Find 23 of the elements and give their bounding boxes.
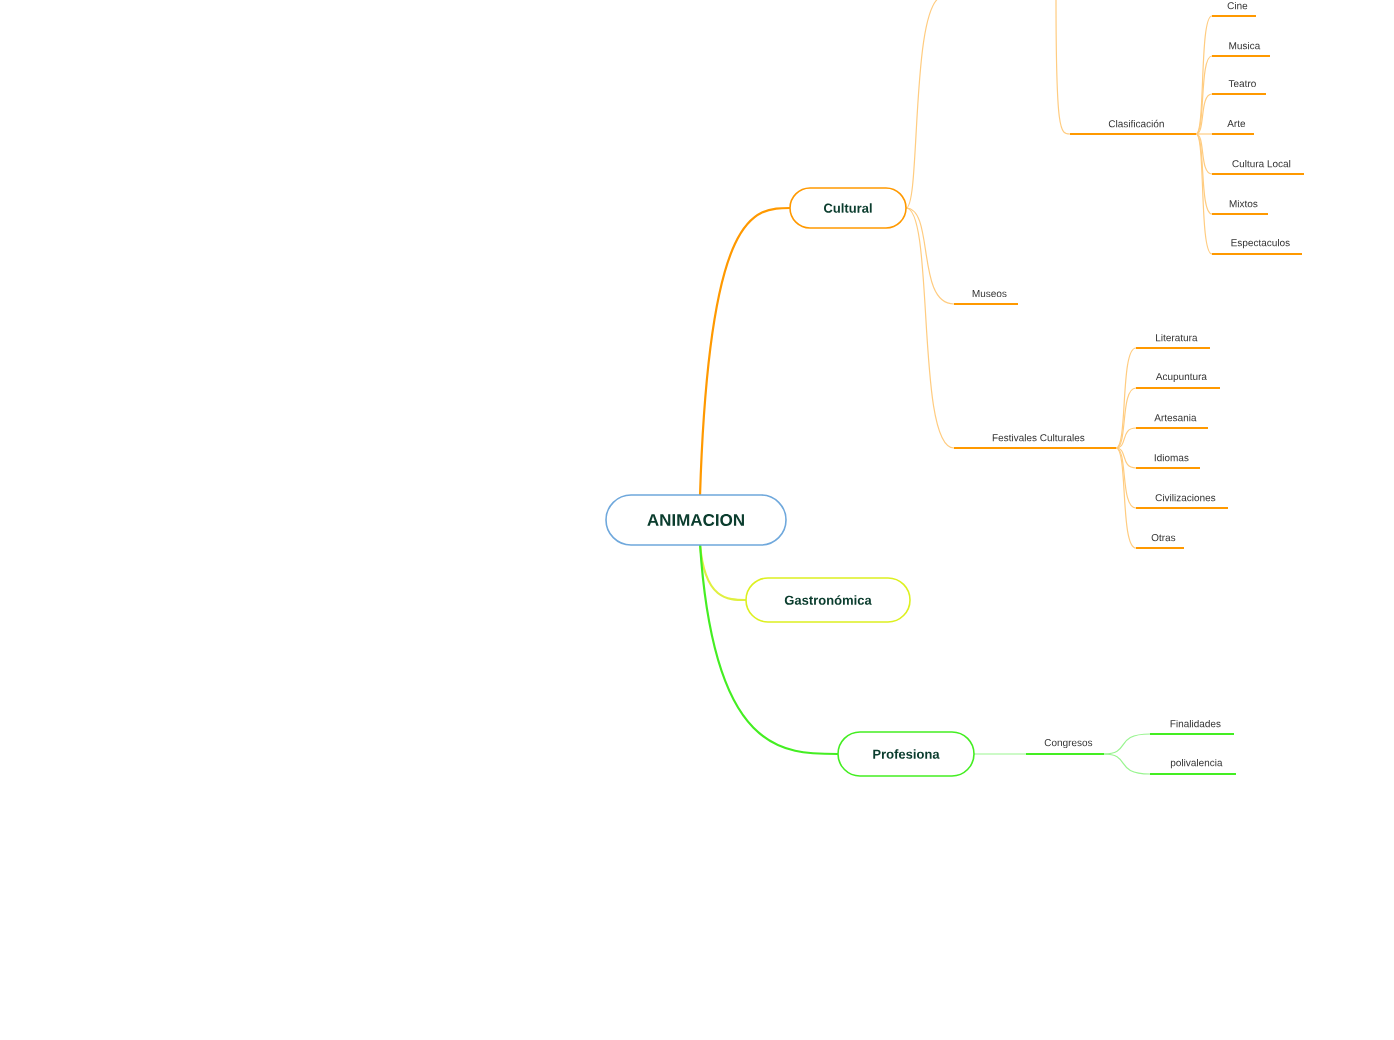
connector: [1195, 133, 1213, 215]
connector: [1195, 93, 1213, 135]
connector: [1195, 55, 1213, 135]
connector: [905, 207, 955, 305]
connector: [1115, 447, 1137, 469]
connector: [698, 206, 791, 497]
connector: [1115, 427, 1137, 449]
connector: [1115, 447, 1137, 509]
connector: [1115, 447, 1137, 549]
connector: [1055, 0, 1071, 135]
connector: [1115, 347, 1137, 449]
connector: [1195, 133, 1213, 175]
connector: [1195, 15, 1213, 135]
connector: [1115, 387, 1137, 449]
connector: [1103, 753, 1151, 775]
connector: [1195, 133, 1213, 135]
topic-box: ANIMACION: [605, 494, 787, 546]
connector: [698, 543, 746, 602]
connector: [905, 207, 955, 449]
connector: [973, 753, 1027, 755]
connector: [1103, 733, 1151, 755]
connector: [1195, 133, 1213, 255]
connector: [698, 543, 838, 756]
